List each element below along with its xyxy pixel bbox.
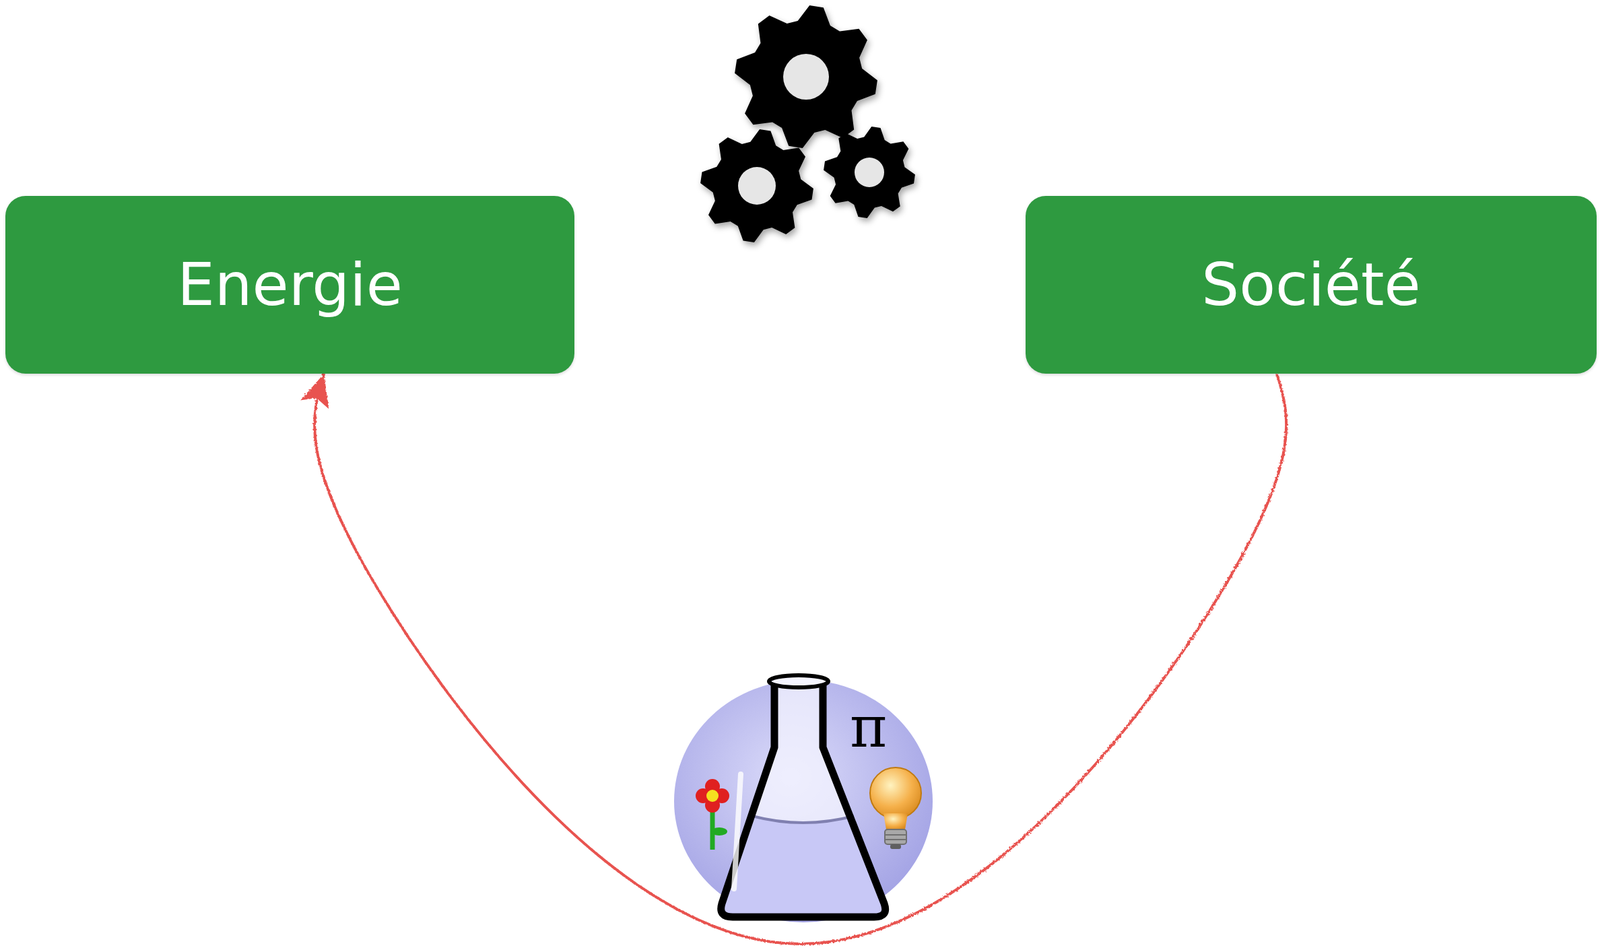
science-flask-icon: [674, 675, 933, 923]
symbol-label: π: [849, 698, 887, 756]
gear: [734, 5, 878, 149]
gear: [700, 129, 814, 243]
gear-hole: [738, 167, 776, 205]
gear-hole: [783, 53, 829, 100]
gear-body: [700, 129, 814, 243]
gear-body: [823, 126, 916, 219]
box-label: Energie: [177, 252, 403, 318]
flask-lip: [769, 675, 829, 688]
gears-icon: [700, 5, 916, 243]
flow-arrow: [574, 277, 1026, 293]
flow-arrow: [314, 373, 1287, 945]
liquid-surface: [752, 816, 854, 823]
gear-body: [734, 5, 878, 149]
process-box: Société: [1025, 195, 1597, 374]
light-bulb: [870, 767, 922, 850]
flower: [695, 779, 730, 850]
gear: [823, 126, 916, 219]
icon-disc: [674, 680, 933, 923]
flask-highlight: [734, 774, 741, 889]
gear-hole: [854, 157, 885, 188]
process-box: Energie: [5, 195, 575, 374]
box-label: Société: [1201, 252, 1421, 318]
